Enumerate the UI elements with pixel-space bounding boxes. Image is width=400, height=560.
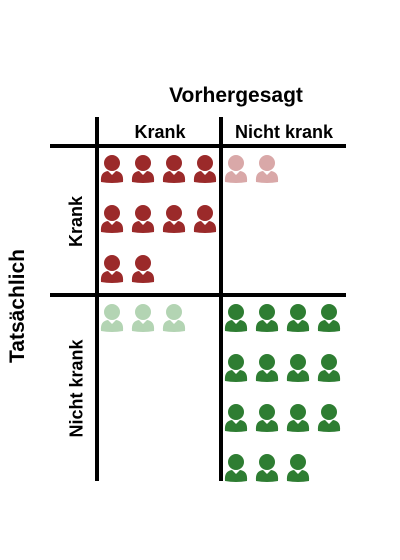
person-icon <box>193 205 217 233</box>
person-icon <box>100 304 124 332</box>
person-icon <box>286 404 310 432</box>
person-icon <box>317 404 341 432</box>
person-icon <box>131 205 155 233</box>
person-icon <box>131 155 155 183</box>
person-icon <box>317 304 341 332</box>
person-icon <box>100 205 124 233</box>
column-divider-line <box>219 117 223 481</box>
person-icon <box>162 155 186 183</box>
person-icon <box>131 255 155 283</box>
row-header-nicht-krank: Nicht krank <box>66 338 87 438</box>
predicted-axis-title: Vorhergesagt <box>169 84 303 107</box>
person-icon <box>286 304 310 332</box>
header-divider-line <box>50 144 346 148</box>
person-icon <box>286 354 310 382</box>
person-icon <box>224 404 248 432</box>
person-icon <box>224 304 248 332</box>
person-icon <box>193 155 217 183</box>
person-icon <box>224 354 248 382</box>
row-header-krank: Krank <box>66 195 87 247</box>
person-icon <box>255 404 279 432</box>
person-icon <box>255 454 279 482</box>
person-icon <box>224 454 248 482</box>
person-icon <box>255 155 279 183</box>
person-icon <box>224 155 248 183</box>
row-header-nicht-krank-wrap: Nicht krank <box>58 296 96 480</box>
person-icon <box>255 304 279 332</box>
person-icon <box>162 205 186 233</box>
person-icon <box>255 354 279 382</box>
person-icon <box>131 304 155 332</box>
row-header-krank-wrap: Krank <box>58 148 96 294</box>
person-icon <box>286 454 310 482</box>
person-icon <box>162 304 186 332</box>
actual-axis-title: Tatsächlich <box>6 249 30 363</box>
column-header-krank: Krank <box>134 122 186 142</box>
person-icon <box>100 155 124 183</box>
person-icon <box>317 354 341 382</box>
column-header-nicht-krank: Nicht krank <box>234 122 334 142</box>
actual-axis-title-wrap: Tatsächlich <box>0 146 36 466</box>
row-divider-line <box>50 293 346 297</box>
person-icon <box>100 255 124 283</box>
left-divider-line <box>95 117 99 481</box>
